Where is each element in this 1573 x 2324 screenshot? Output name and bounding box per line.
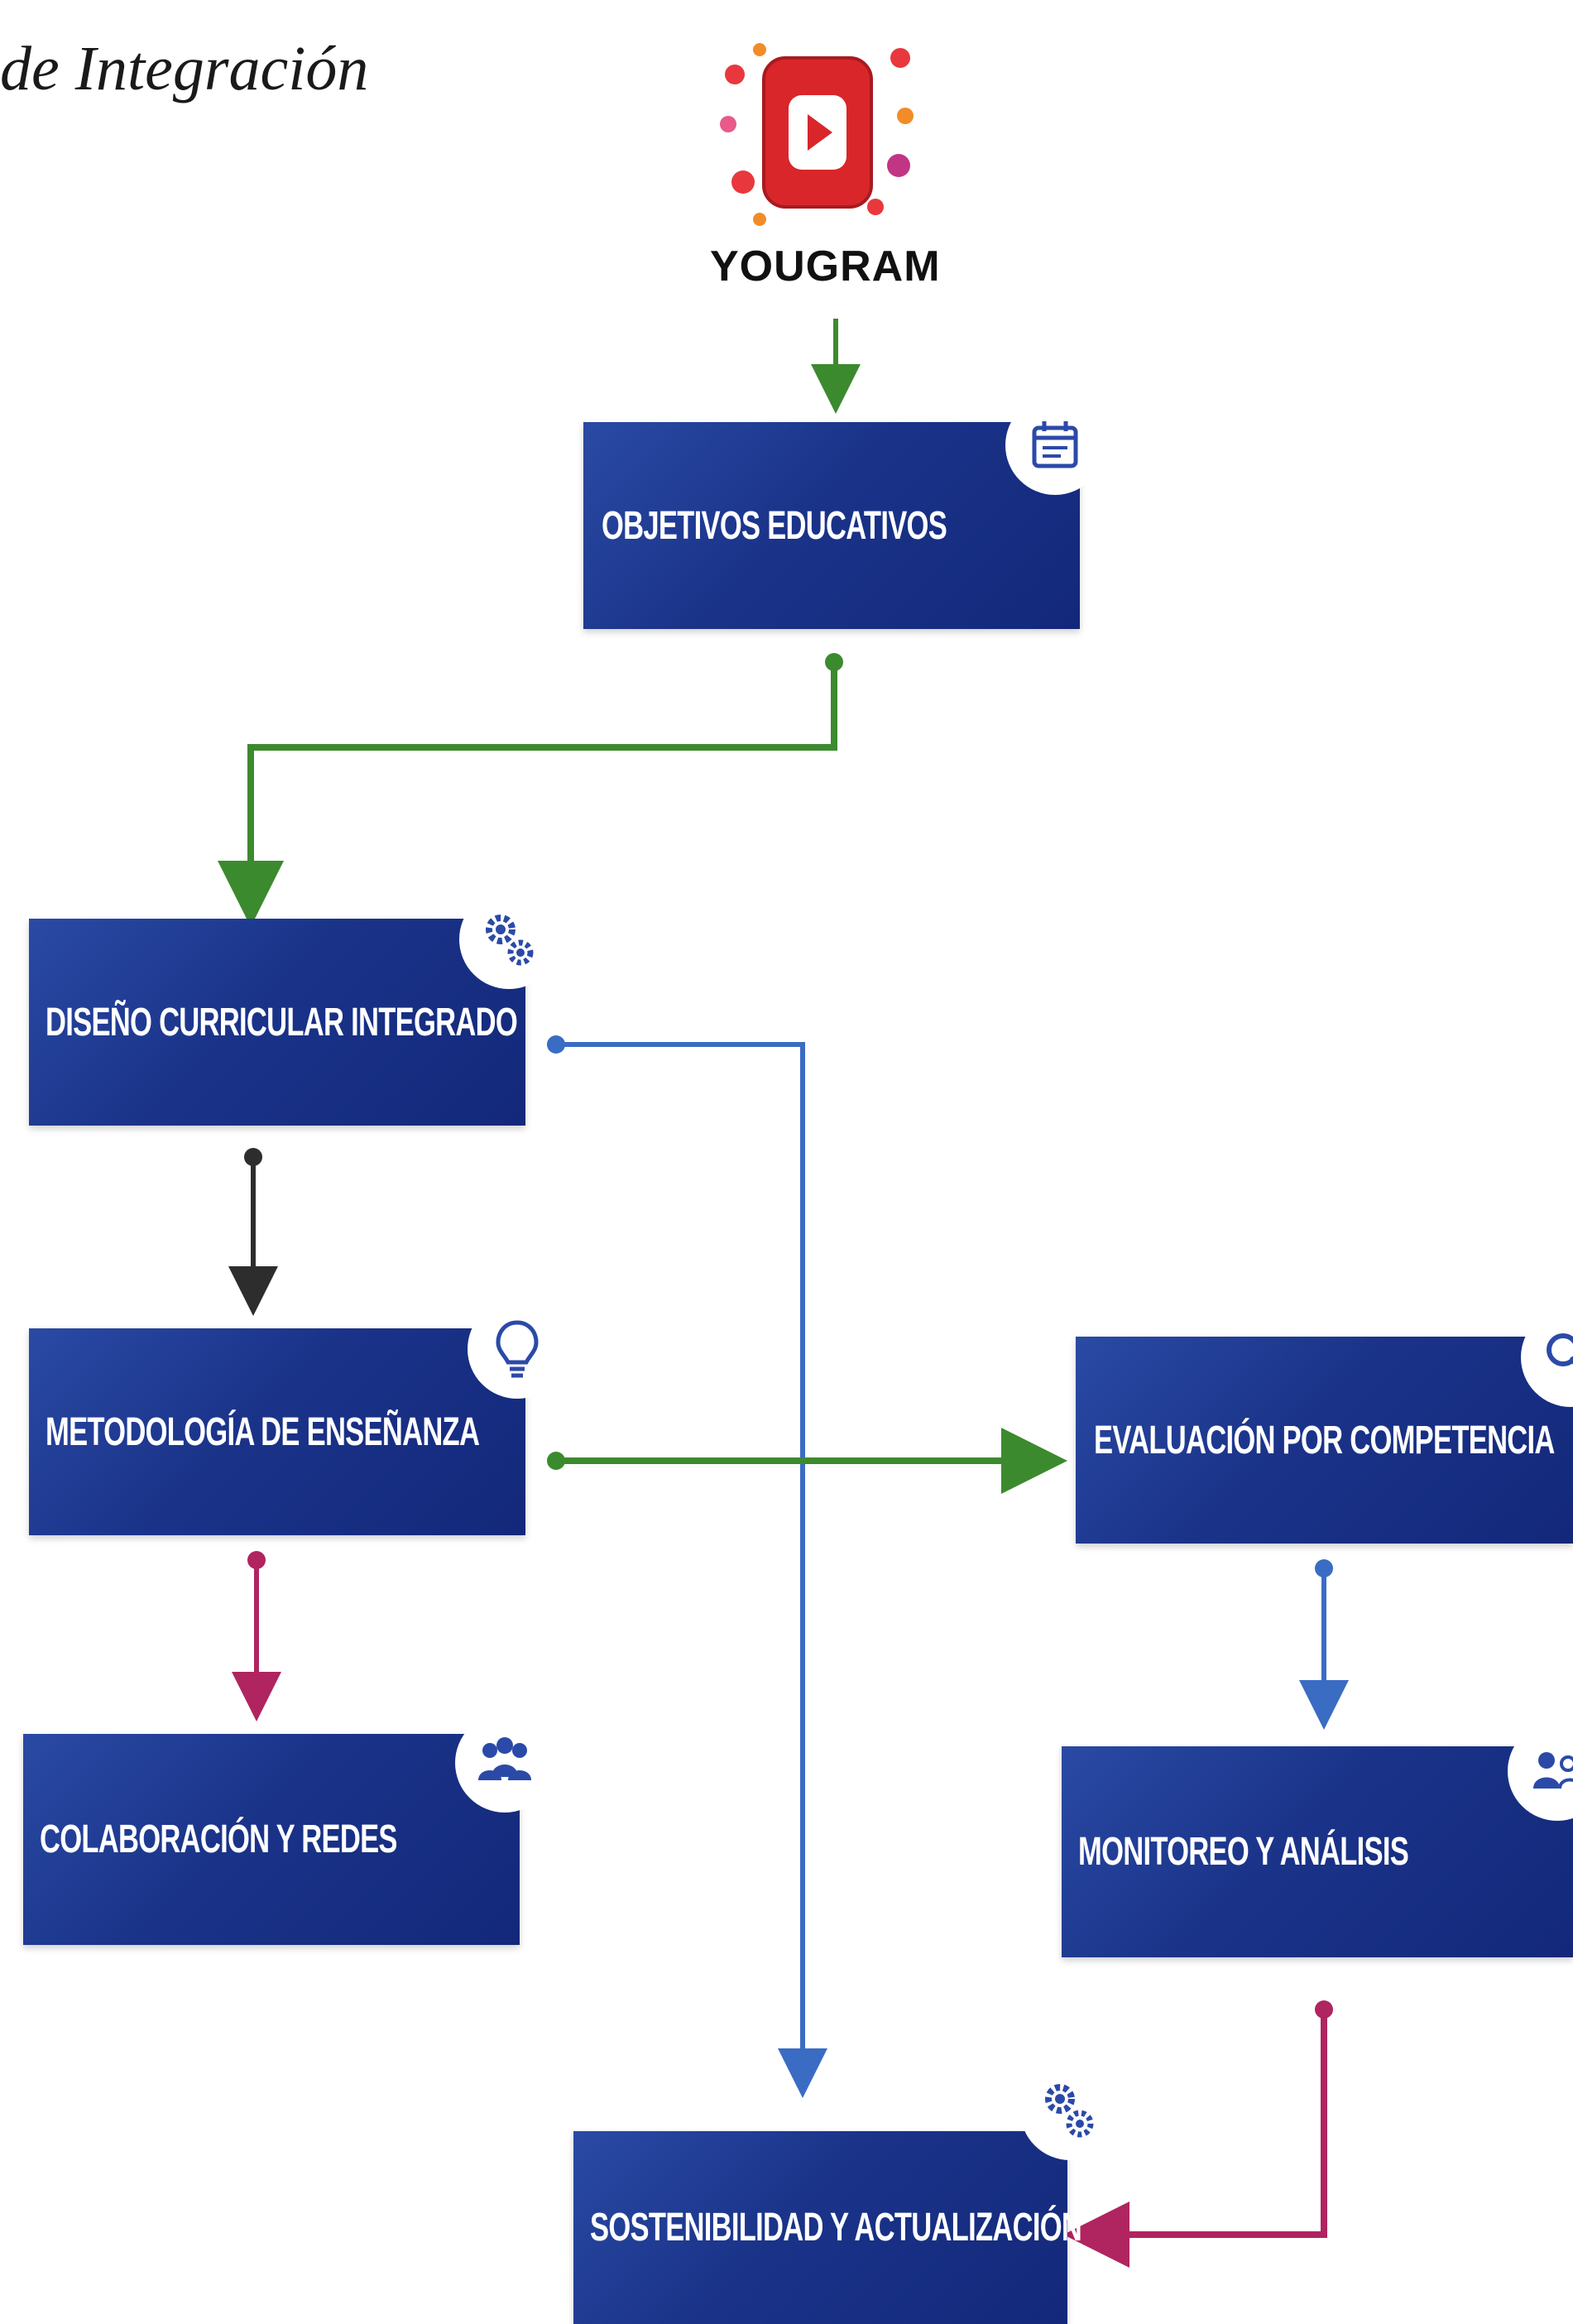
connector-objetivos-diseno: [218, 653, 843, 927]
node-sostenibilidad[interactable]: SOSTENIBILIDAD Y ACTUALIZACIÓN: [573, 2131, 1082, 2324]
connector-diseno-metodologia: [228, 1148, 278, 1316]
page-title: de Integración: [0, 34, 369, 103]
logo-mark-icon: [720, 43, 914, 226]
node-objetivos-educativos[interactable]: OBJETIVOS EDUCATIVOS: [583, 422, 1080, 629]
connector-metodologia-evaluacion: [547, 1428, 1067, 1494]
node-label: EVALUACIÓN POR COMPETENCIA: [1094, 1418, 1555, 1462]
node-label: METODOLOGÍA DE ENSEÑANZA: [46, 1409, 480, 1454]
lightbulb-icon: [468, 1299, 567, 1399]
node-label: MONITOREO Y ANÁLISIS: [1078, 1830, 1409, 1874]
node-label: COLABORACIÓN Y REDES: [40, 1817, 397, 1861]
people-icon: [455, 1713, 554, 1813]
node-monitoreo[interactable]: MONITOREO Y ANÁLISIS: [1062, 1746, 1573, 1957]
node-diseno-curricular[interactable]: DISEÑO CURRICULAR INTEGRADO: [29, 919, 525, 1126]
node-label: DISEÑO CURRICULAR INTEGRADO: [46, 1000, 518, 1044]
connector-diseno-sostenibilidad: [547, 1035, 827, 2098]
connector-monitoreo-sostenibilidad: [1063, 2000, 1333, 2268]
connector-evaluacion-monitoreo: [1299, 1559, 1349, 1730]
gears-icon: [459, 890, 559, 989]
node-label: SOSTENIBILIDAD Y ACTUALIZACIÓN: [590, 2206, 1082, 2250]
yougram-logo: YOUGRAM: [710, 25, 941, 306]
node-colaboracion[interactable]: COLABORACIÓN Y REDES: [23, 1734, 520, 1945]
calendar-icon: [1005, 396, 1105, 495]
node-metodologia[interactable]: METODOLOGÍA DE ENSEÑANZA: [29, 1328, 525, 1535]
gears-icon: [1020, 2061, 1120, 2160]
logo-name: YOUGRAM: [710, 242, 941, 290]
connector-metodologia-colaboracion: [232, 1551, 281, 1721]
node-label: OBJETIVOS EDUCATIVOS: [602, 503, 947, 548]
node-evaluacion[interactable]: EVALUACIÓN POR COMPETENCIA: [1076, 1337, 1573, 1544]
